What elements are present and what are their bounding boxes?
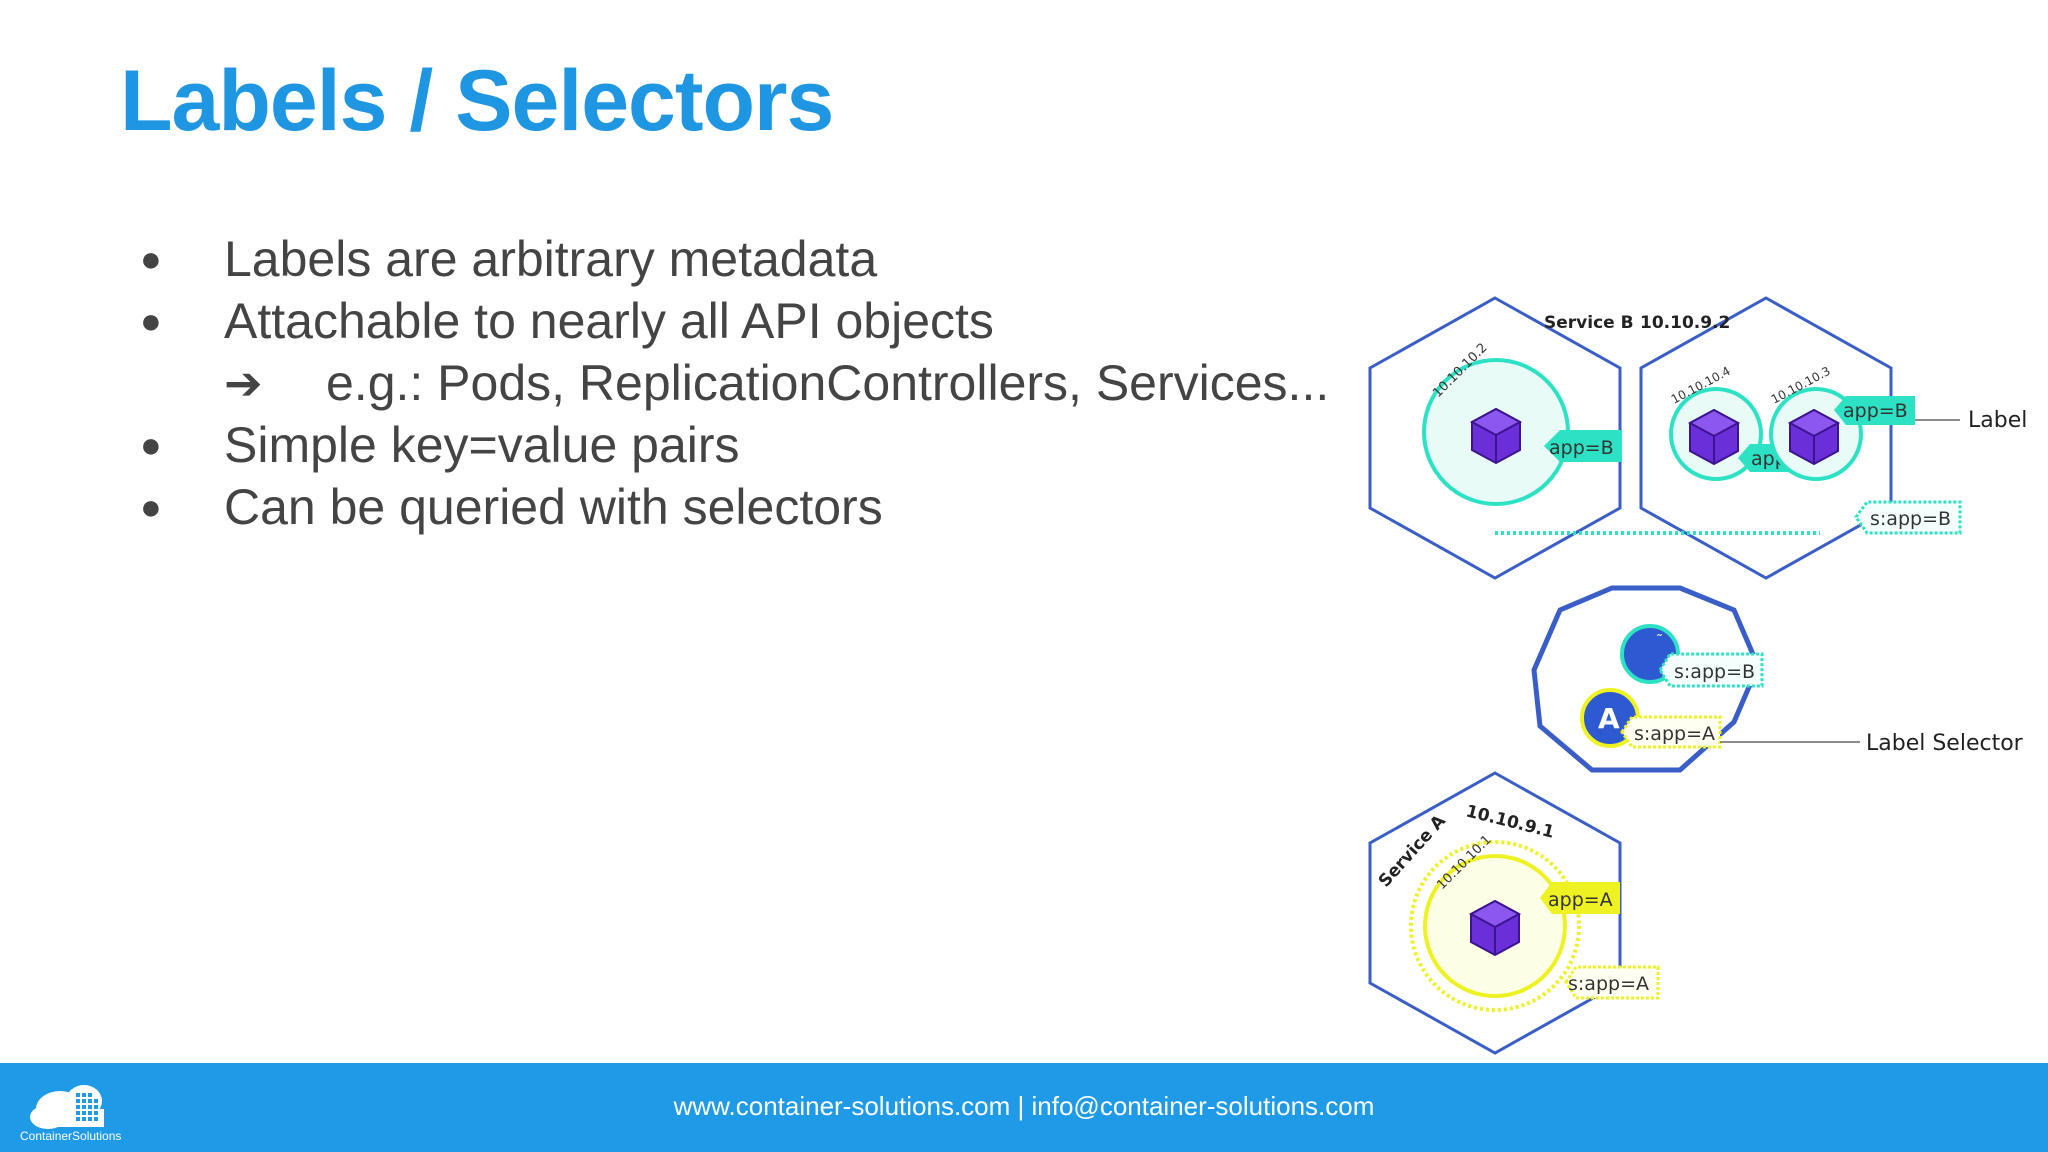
arrow-right-icon: ➔ xyxy=(224,357,263,409)
bullet-item: ● Attachable to nearly all API objects xyxy=(140,290,1380,352)
selector-proxy-b-text: s:app=B xyxy=(1674,661,1755,683)
cloud-logo-icon xyxy=(30,1085,104,1129)
selector-tag-service-a xyxy=(1564,965,1660,1000)
label-tag-b3 xyxy=(1834,396,1915,425)
pod-cube-icon xyxy=(1789,409,1839,465)
bullet-item: ● Labels are arbitrary metadata xyxy=(140,228,1380,290)
label-selector-callout-text: Label Selector xyxy=(1866,731,2024,756)
sub-bullet-text: e.g.: Pods, ReplicationControllers, Serv… xyxy=(326,355,1330,411)
proxy-a-letter: A xyxy=(1598,702,1620,735)
bullet-dot-icon: ● xyxy=(140,486,162,527)
selector-service-a-text: s:app=A xyxy=(1568,973,1649,995)
proxy-b-mark: ˜ xyxy=(1656,633,1663,649)
slide-title: Labels / Selectors xyxy=(120,53,834,149)
label-b1-text: app=B xyxy=(1549,437,1614,459)
pod-cube-icon xyxy=(1470,900,1520,956)
label-b3-text: app=B xyxy=(1843,400,1908,422)
logo-text: ContainerSolutions xyxy=(20,1129,122,1143)
service-a-selector-ring xyxy=(1409,840,1581,1012)
bullet-dot-icon: ● xyxy=(140,424,162,465)
label-callout-text: Label xyxy=(1968,408,2027,433)
node-hexagon-right xyxy=(1639,296,1893,580)
service-b-name: Service B xyxy=(1544,313,1634,333)
selector-tag-proxy-a xyxy=(1620,715,1722,749)
bullet-list: ● Labels are arbitrary metadata ● Attach… xyxy=(140,228,1380,538)
sub-bullet-item: ➔ e.g.: Pods, ReplicationControllers, Se… xyxy=(140,352,1380,414)
footer-contact: www.container-solutions.com | info@conta… xyxy=(673,1091,1375,1121)
selector-tag-proxy-b xyxy=(1658,652,1764,688)
bullet-item: ● Simple key=value pairs xyxy=(140,414,1380,476)
selector-proxy-a-text: s:app=A xyxy=(1634,723,1715,745)
bullet-text: Can be queried with selectors xyxy=(224,479,883,535)
label-tag-a1 xyxy=(1540,882,1620,914)
bullet-text: Simple key=value pairs xyxy=(224,417,740,473)
label-a1-text: app=A xyxy=(1548,889,1613,911)
footer-bar: ContainerSolutions www.container-solutio… xyxy=(0,1063,2048,1152)
bullet-item: ● Can be queried with selectors xyxy=(140,476,1380,538)
bullet-text: Labels are arbitrary metadata xyxy=(224,231,878,287)
pod-cube-icon xyxy=(1689,409,1739,465)
bullet-dot-icon: ● xyxy=(140,238,162,279)
service-b-ip: 10.10.9.2 xyxy=(1640,313,1730,333)
bullet-text: Attachable to nearly all API objects xyxy=(224,293,994,349)
labels-selectors-diagram: Service B 10.10.9.2 10.10.10.2 app=B 10.… xyxy=(1368,296,2027,1055)
pod-cube-icon xyxy=(1471,408,1521,464)
bullet-dot-icon: ● xyxy=(140,300,162,341)
selector-tag-service-b xyxy=(1854,500,1962,535)
label-tag-b1 xyxy=(1544,430,1622,462)
selector-service-b-text: s:app=B xyxy=(1870,508,1951,530)
